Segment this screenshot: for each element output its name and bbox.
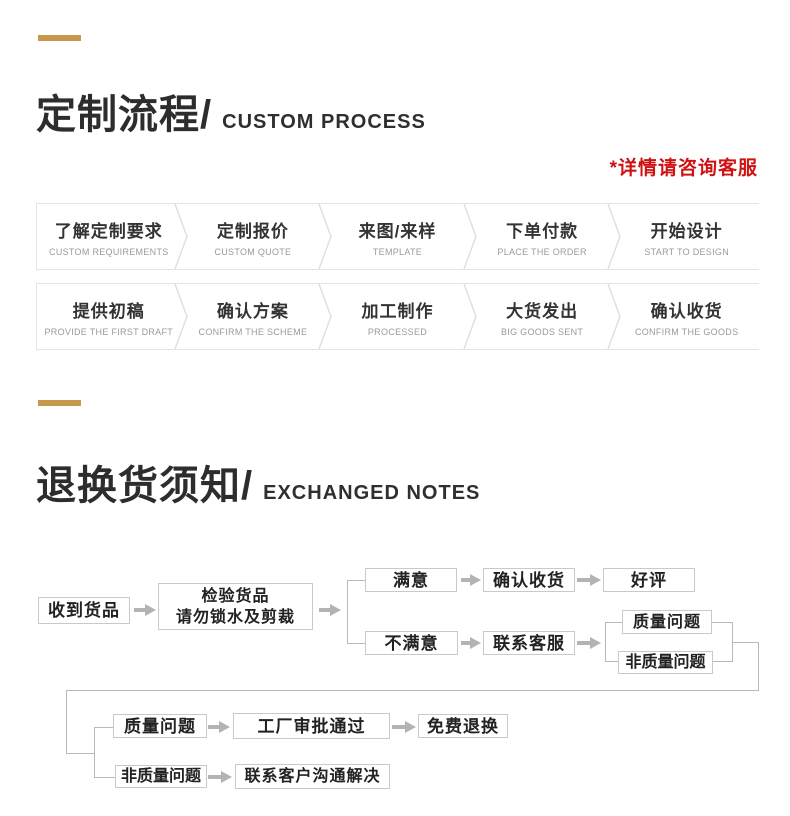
flow-box-confirm-receipt: 确认收货	[483, 568, 575, 592]
step-start-design: 开始设计 START TO DESIGN	[614, 203, 759, 270]
arrow-right-icon	[461, 637, 481, 649]
flow-box-free-exchange: 免费退换	[418, 714, 508, 738]
step-label-en: BIG GOODS SENT	[500, 326, 584, 337]
chevron-right-icon	[607, 203, 621, 270]
process-steps-row-1: 了解定制要求 CUSTOM REQUIREMENTS 定制报价 CUSTOM Q…	[36, 203, 759, 270]
connector-line	[94, 727, 113, 728]
flow-box-quality-issue-top: 质量问题	[622, 610, 712, 634]
step-label-en: PLACE THE ORDER	[497, 246, 587, 257]
flow-box-contact-resolve: 联系客户沟通解决	[235, 764, 390, 789]
step-label-zh: 了解定制要求	[54, 221, 163, 241]
connector-line	[347, 580, 348, 644]
step-first-draft: 提供初稿 PROVIDE THE FIRST DRAFT	[36, 283, 181, 350]
connector-line	[605, 622, 622, 623]
step-label-en: CONFIRM THE GOODS	[634, 326, 739, 337]
chevron-right-icon	[463, 203, 477, 270]
flow-box-non-quality-issue-top: 非质量问题	[618, 651, 713, 674]
arrow-right-icon	[461, 574, 481, 586]
connector-line	[66, 690, 759, 691]
step-label-zh: 确认方案	[216, 301, 289, 321]
step-label-zh: 确认收货	[650, 301, 723, 321]
step-label-en: PROCESSED	[367, 326, 428, 337]
step-label-en: TEMPLATE	[372, 246, 423, 257]
chevron-right-icon	[174, 203, 188, 270]
arrow-right-icon	[208, 721, 230, 733]
custom-process-title-en: CUSTOM PROCESS	[222, 111, 426, 133]
flow-box-unsatisfied: 不满意	[365, 631, 458, 655]
chevron-right-icon	[318, 283, 332, 350]
connector-line	[732, 642, 758, 643]
arrow-right-icon	[392, 721, 416, 733]
exchange-flowchart: 收到货品 检验货品 请勿锁水及剪裁 满意 确认收货 好评 不满意 联系客服 质量…	[0, 540, 790, 816]
flow-box-non-quality-issue-bottom: 非质量问题	[115, 765, 207, 788]
arrow-right-icon	[319, 604, 341, 616]
step-label-zh: 定制报价	[216, 221, 289, 241]
step-label-zh: 下单付款	[506, 221, 579, 241]
step-template: 来图/来样 TEMPLATE	[325, 203, 470, 270]
step-label-zh: 开始设计	[650, 221, 723, 241]
step-label-en: CUSTOM REQUIREMENTS	[49, 246, 169, 257]
step-label-en: PROVIDE THE FIRST DRAFT	[44, 326, 174, 337]
flow-box-inspect-line1: 检验货品	[201, 587, 270, 605]
gold-dash-accent	[38, 400, 81, 406]
flow-box-good-review: 好评	[603, 568, 695, 592]
chevron-right-icon	[463, 283, 477, 350]
custom-process-title: 定制流程/CUSTOM PROCESS	[36, 82, 426, 140]
chevron-right-icon	[318, 203, 332, 270]
arrow-right-icon	[134, 604, 156, 616]
step-place-order: 下单付款 PLACE THE ORDER	[469, 203, 615, 270]
step-label-zh: 大货发出	[506, 301, 579, 321]
connector-line	[758, 642, 759, 691]
connector-line	[66, 753, 94, 754]
step-label-zh: 来图/来样	[358, 221, 437, 241]
step-goods-sent: 大货发出 BIG GOODS SENT	[469, 283, 615, 350]
arrow-right-icon	[208, 771, 232, 783]
step-confirm-goods: 确认收货 CONFIRM THE GOODS	[614, 283, 759, 350]
connector-line	[605, 622, 606, 662]
flow-box-quality-issue-bottom: 质量问题	[113, 714, 207, 738]
exchanged-notes-title-en: EXCHANGED NOTES	[263, 482, 481, 504]
consult-service-note: *详情请咨询客服	[609, 158, 758, 179]
custom-process-title-zh: 定制流程/	[36, 93, 213, 137]
connector-line	[605, 661, 618, 662]
arrow-right-icon	[577, 637, 601, 649]
flow-box-contact-service: 联系客服	[483, 631, 575, 655]
arrow-right-icon	[577, 574, 601, 586]
step-custom-quote: 定制报价 CUSTOM QUOTE	[180, 203, 326, 270]
connector-line	[347, 580, 365, 581]
flow-box-inspect: 检验货品 请勿锁水及剪裁	[158, 583, 313, 630]
flow-box-satisfied: 满意	[365, 568, 457, 592]
step-label-en: START TO DESIGN	[644, 246, 730, 257]
step-label-zh: 提供初稿	[72, 301, 145, 321]
step-confirm-scheme: 确认方案 CONFIRM THE SCHEME	[180, 283, 326, 350]
exchanged-notes-title: 退换货须知/EXCHANGED NOTES	[36, 453, 480, 511]
chevron-right-icon	[607, 283, 621, 350]
exchanged-notes-title-zh: 退换货须知/	[36, 464, 254, 508]
gold-dash-accent	[38, 35, 81, 41]
connector-line	[713, 661, 733, 662]
connector-line	[712, 622, 732, 623]
step-label-en: CUSTOM QUOTE	[214, 246, 292, 257]
process-steps-row-2: 提供初稿 PROVIDE THE FIRST DRAFT 确认方案 CONFIR…	[36, 283, 759, 350]
step-custom-requirements: 了解定制要求 CUSTOM REQUIREMENTS	[36, 203, 181, 270]
flow-box-inspect-line2: 请勿锁水及剪裁	[175, 608, 295, 626]
connector-line	[94, 727, 95, 778]
flow-box-received: 收到货品	[38, 597, 130, 624]
step-processed: 加工制作 PROCESSED	[325, 283, 470, 350]
connector-line	[94, 777, 115, 778]
step-label-zh: 加工制作	[361, 301, 434, 321]
chevron-right-icon	[174, 283, 188, 350]
connector-line	[66, 690, 67, 754]
connector-line	[347, 643, 365, 644]
step-label-en: CONFIRM THE SCHEME	[198, 326, 308, 337]
flow-box-factory-approval: 工厂审批通过	[233, 713, 390, 739]
